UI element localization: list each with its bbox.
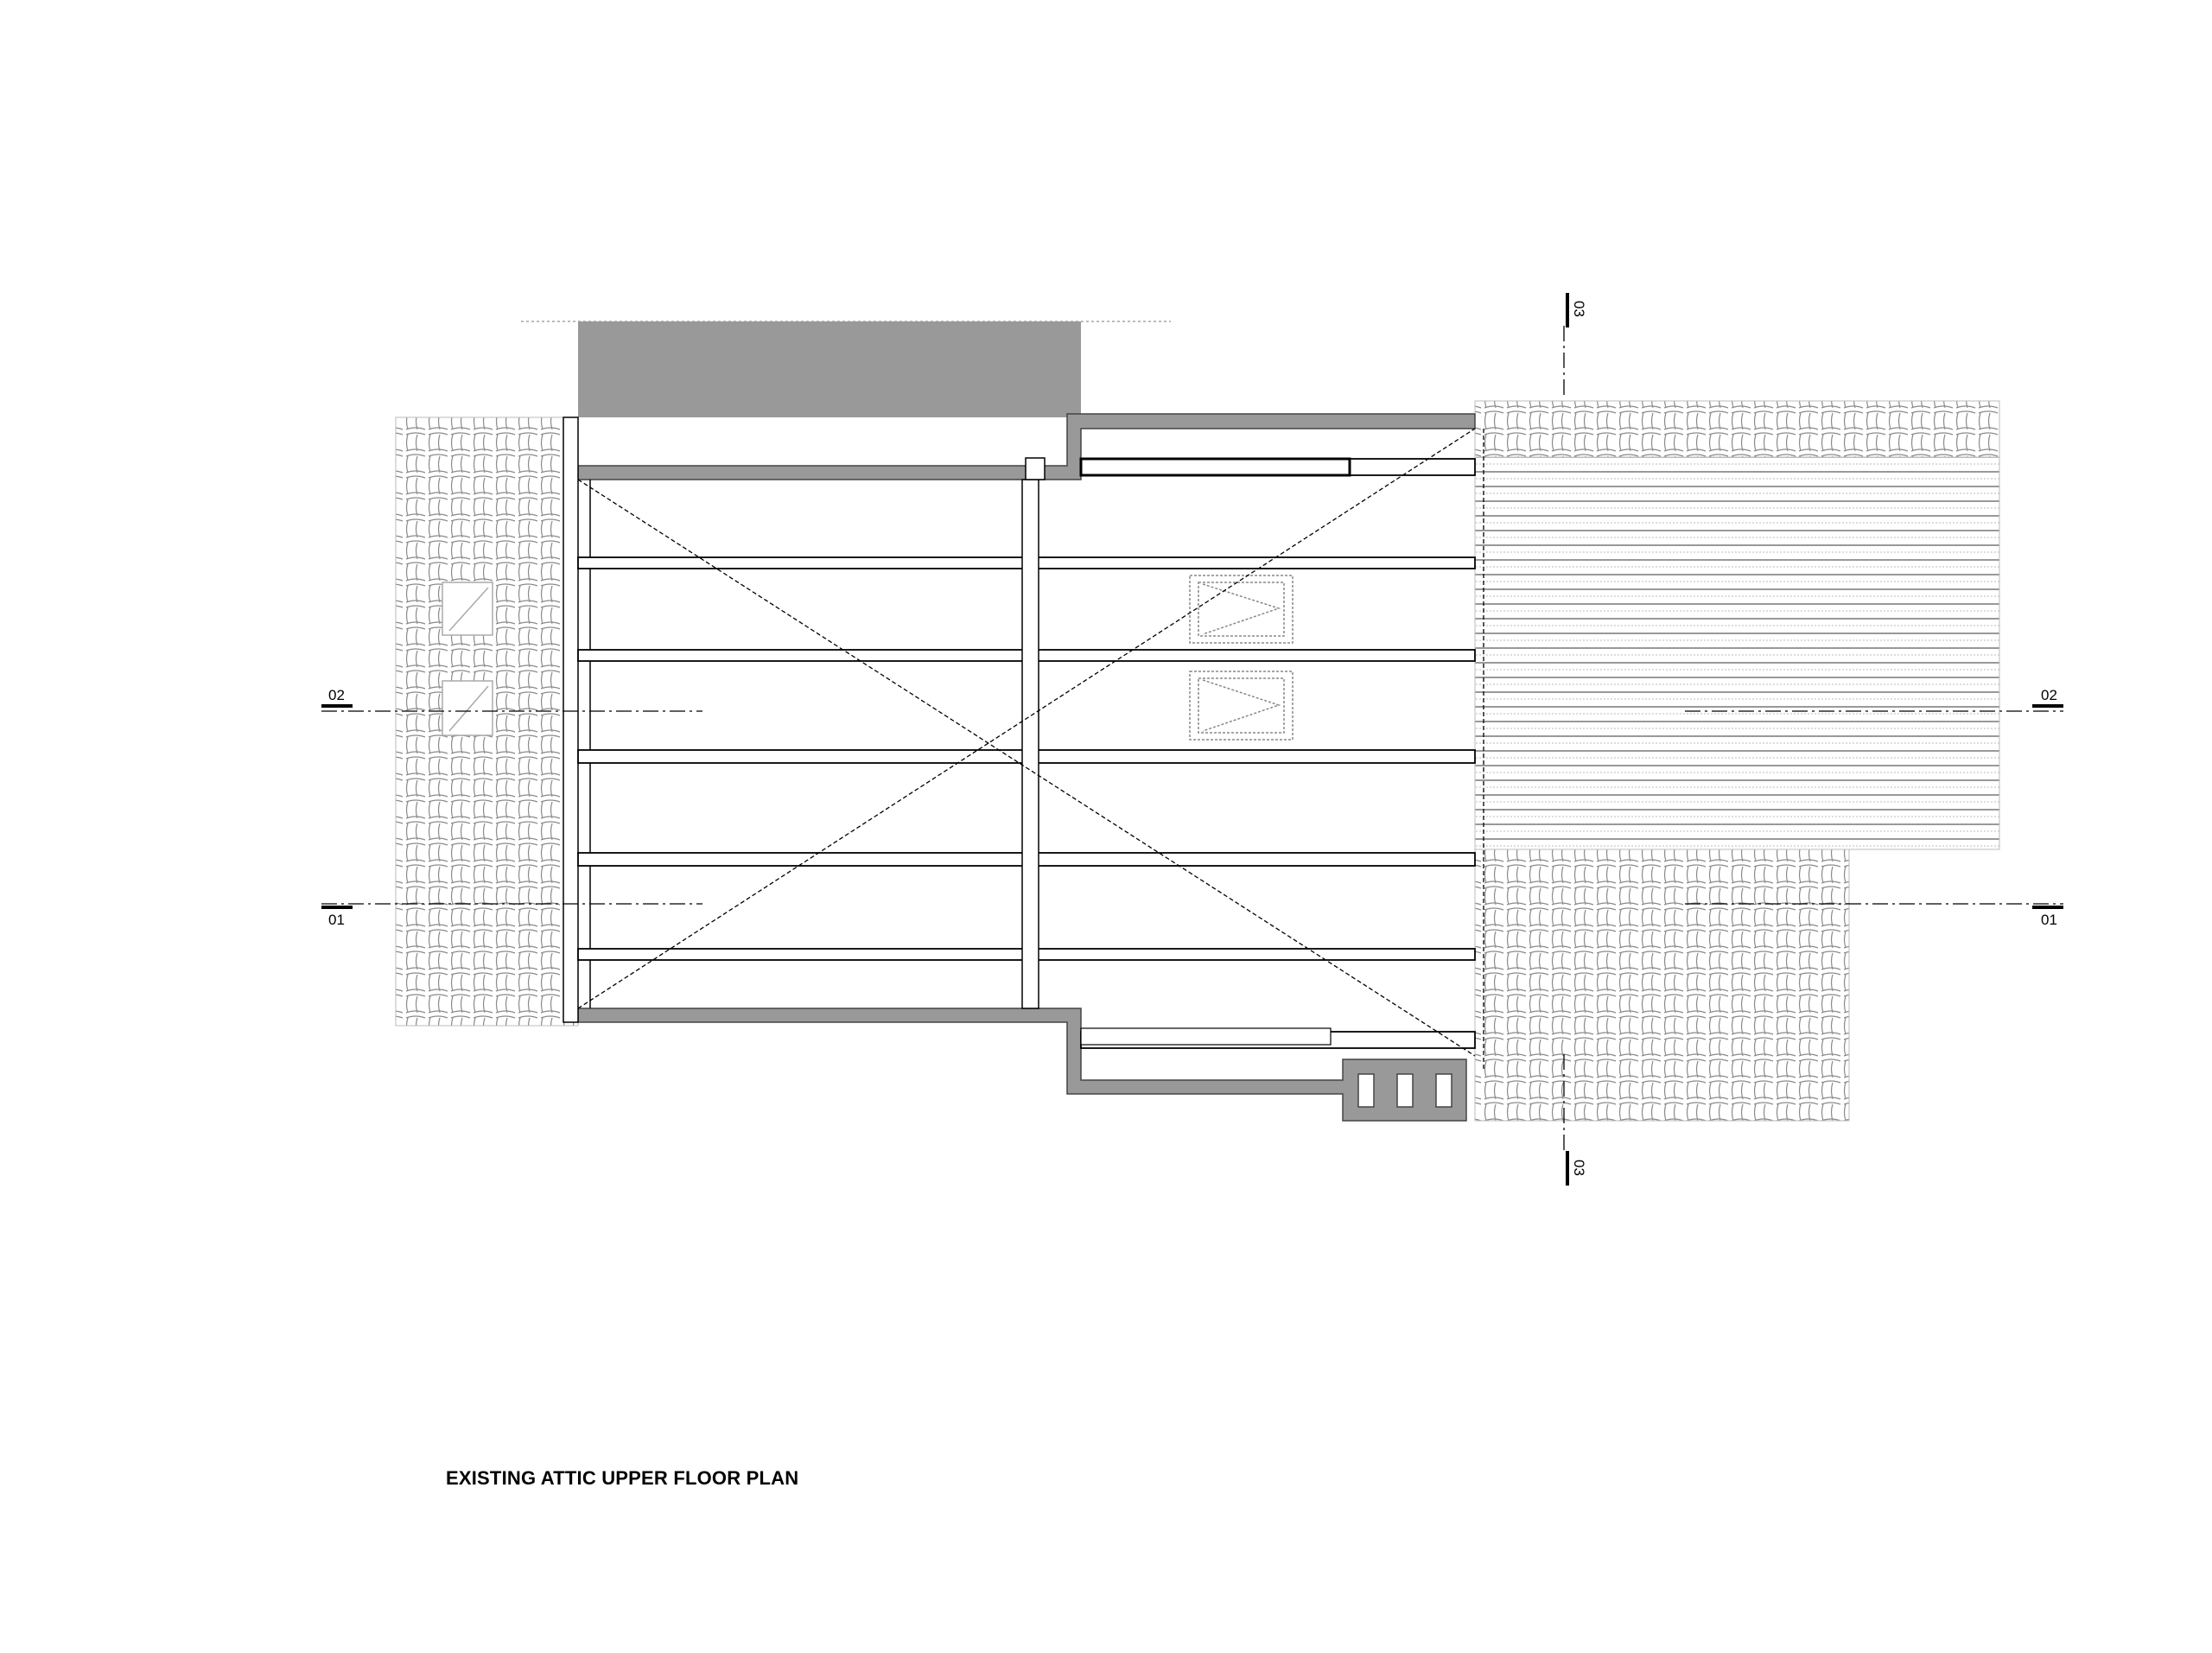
left-skylight — [442, 582, 493, 736]
left-wall-plate — [563, 416, 579, 1023]
drawing-title: EXISTING ATTIC UPPER FLOOR PLAN — [446, 1467, 799, 1489]
vertical-member — [1021, 479, 1039, 1009]
right-roof-planks — [1474, 456, 2000, 850]
section-label-02-right: 02 — [2041, 687, 2057, 703]
right-skylight — [1189, 575, 1294, 741]
section-label-03-top: 03 — [1571, 301, 1587, 317]
right-roof-tiles-bottom — [1474, 849, 1850, 1122]
chimney-flues — [1357, 1073, 1452, 1108]
void-diagonals — [577, 428, 1484, 1071]
section-markers — [321, 293, 2063, 1186]
section-label-01-right: 01 — [2041, 912, 2057, 928]
existing-mass — [578, 321, 1081, 417]
section-label-03-bottom: 03 — [1571, 1160, 1587, 1176]
section-lines — [321, 326, 2063, 1151]
section-label-02-left: 02 — [328, 687, 345, 703]
right-roof-tiles-top — [1474, 400, 2000, 458]
section-label-01-left: 01 — [328, 912, 345, 928]
